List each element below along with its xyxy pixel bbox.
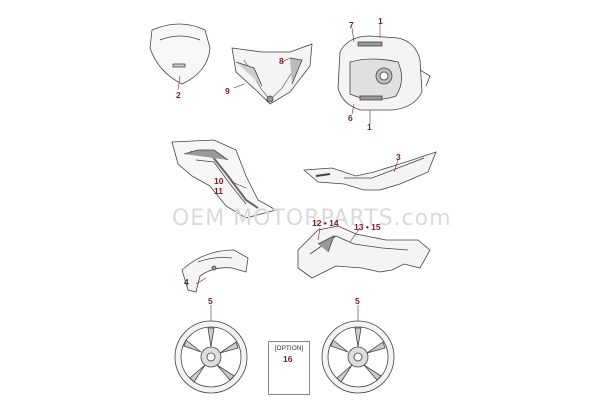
callout-13-15: 13 • 15 — [354, 222, 381, 232]
fuel-tank-part — [337, 35, 431, 111]
windscreen-part — [149, 23, 211, 85]
callout-5-right: 5 — [355, 296, 360, 306]
callout-1-bottom: 1 — [367, 122, 372, 132]
callout-9: 9 — [225, 86, 230, 96]
front-wheel-part — [174, 320, 248, 394]
watermark-text: OEM MOTORPARTS.com — [172, 206, 452, 231]
callout-10: 10 — [214, 176, 224, 186]
callout-12-14: 12 • 14 — [312, 218, 339, 228]
option-label: [OPTION] — [274, 345, 304, 352]
callout-6: 6 — [348, 113, 353, 123]
side-fairing-part — [171, 139, 278, 219]
rear-wheel-part — [321, 320, 395, 394]
callout-5-left: 5 — [208, 296, 213, 306]
tail-cowl-part — [303, 151, 437, 191]
option-box: [OPTION] 16 — [268, 341, 310, 395]
callout-11: 11 — [214, 186, 223, 196]
callout-7: 7 — [349, 20, 354, 30]
callout-1-top: 1 — [378, 16, 383, 26]
under-cowl-part — [297, 225, 431, 279]
callout-2: 2 — [176, 90, 181, 100]
callout-16: 16 — [283, 354, 293, 364]
upper-fairing-part — [231, 43, 313, 105]
callout-3: 3 — [396, 152, 401, 162]
callout-4: 4 — [184, 277, 189, 287]
front-fender-part — [181, 249, 249, 293]
callout-8: 8 — [279, 56, 284, 66]
